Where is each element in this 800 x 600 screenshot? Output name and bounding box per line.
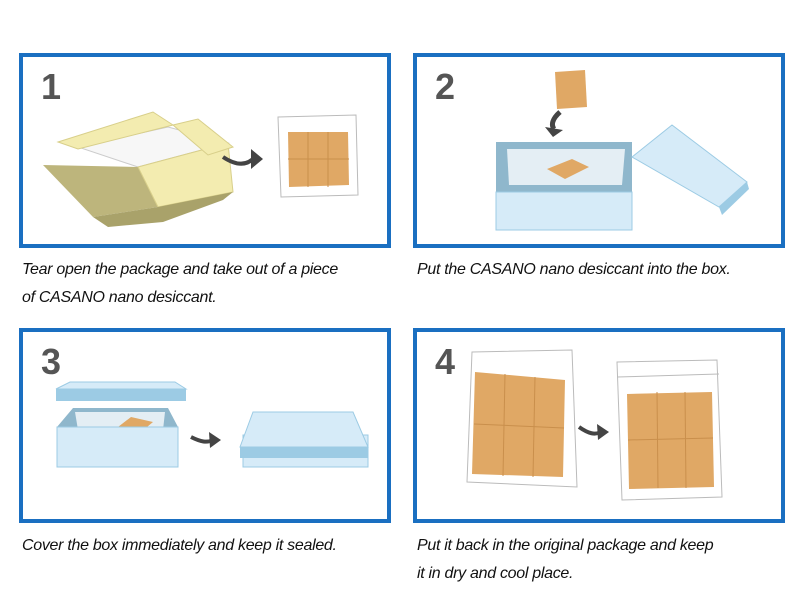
step-3-panel: 3: [19, 328, 391, 523]
arrow-head-icon: [251, 149, 263, 169]
shoebox-lid-icon: [55, 381, 188, 401]
step-2-caption: Put the CASANO nano desiccant into the b…: [417, 256, 731, 284]
desiccant-sachet-icon: [555, 70, 587, 109]
step-1-caption-line-1: Tear open the package and take out of a …: [22, 261, 338, 278]
step-4-illustration: [466, 349, 723, 501]
step-4-caption-line-1: Put it back in the original package and …: [417, 537, 714, 554]
desiccant-bag-icon: [277, 114, 359, 198]
open-carton-icon: [43, 111, 235, 227]
open-desiccant-bag-icon: [466, 349, 578, 488]
step-3-number: 3: [41, 341, 62, 382]
step-1-number: 1: [41, 66, 62, 107]
step-1-caption: Tear open the package and take out of a …: [22, 256, 338, 312]
step-2-number: 2: [435, 66, 456, 107]
step-4-caption-line-2: it in dry and cool place.: [417, 565, 574, 582]
step-2-panel: 2: [413, 53, 785, 248]
sealed-desiccant-bag-icon: [616, 359, 723, 501]
step-3-caption: Cover the box immediately and keep it se…: [22, 532, 337, 560]
closed-shoebox-icon: [239, 411, 369, 468]
step-4-panel: 4: [413, 328, 785, 523]
step-1-caption-line-2: of CASANO nano desiccant.: [22, 289, 217, 306]
arrow-head-icon: [209, 432, 221, 448]
open-shoebox-icon: [56, 408, 179, 468]
open-shoebox-icon: [495, 124, 749, 231]
arrow-icon: [549, 110, 562, 131]
step-1-illustration: [43, 111, 359, 227]
step-3-illustration: [55, 381, 369, 468]
step-3-caption-line-1: Cover the box immediately and keep it se…: [22, 537, 337, 554]
step-2-illustration: [495, 70, 749, 231]
step-1-panel: 1: [19, 53, 391, 248]
step-4-number: 4: [435, 341, 456, 382]
arrow-head-icon: [545, 127, 563, 137]
step-2-caption-line-1: Put the CASANO nano desiccant into the b…: [417, 261, 731, 278]
step-4-caption: Put it back in the original package and …: [417, 532, 714, 588]
arrow-head-icon: [597, 424, 609, 440]
